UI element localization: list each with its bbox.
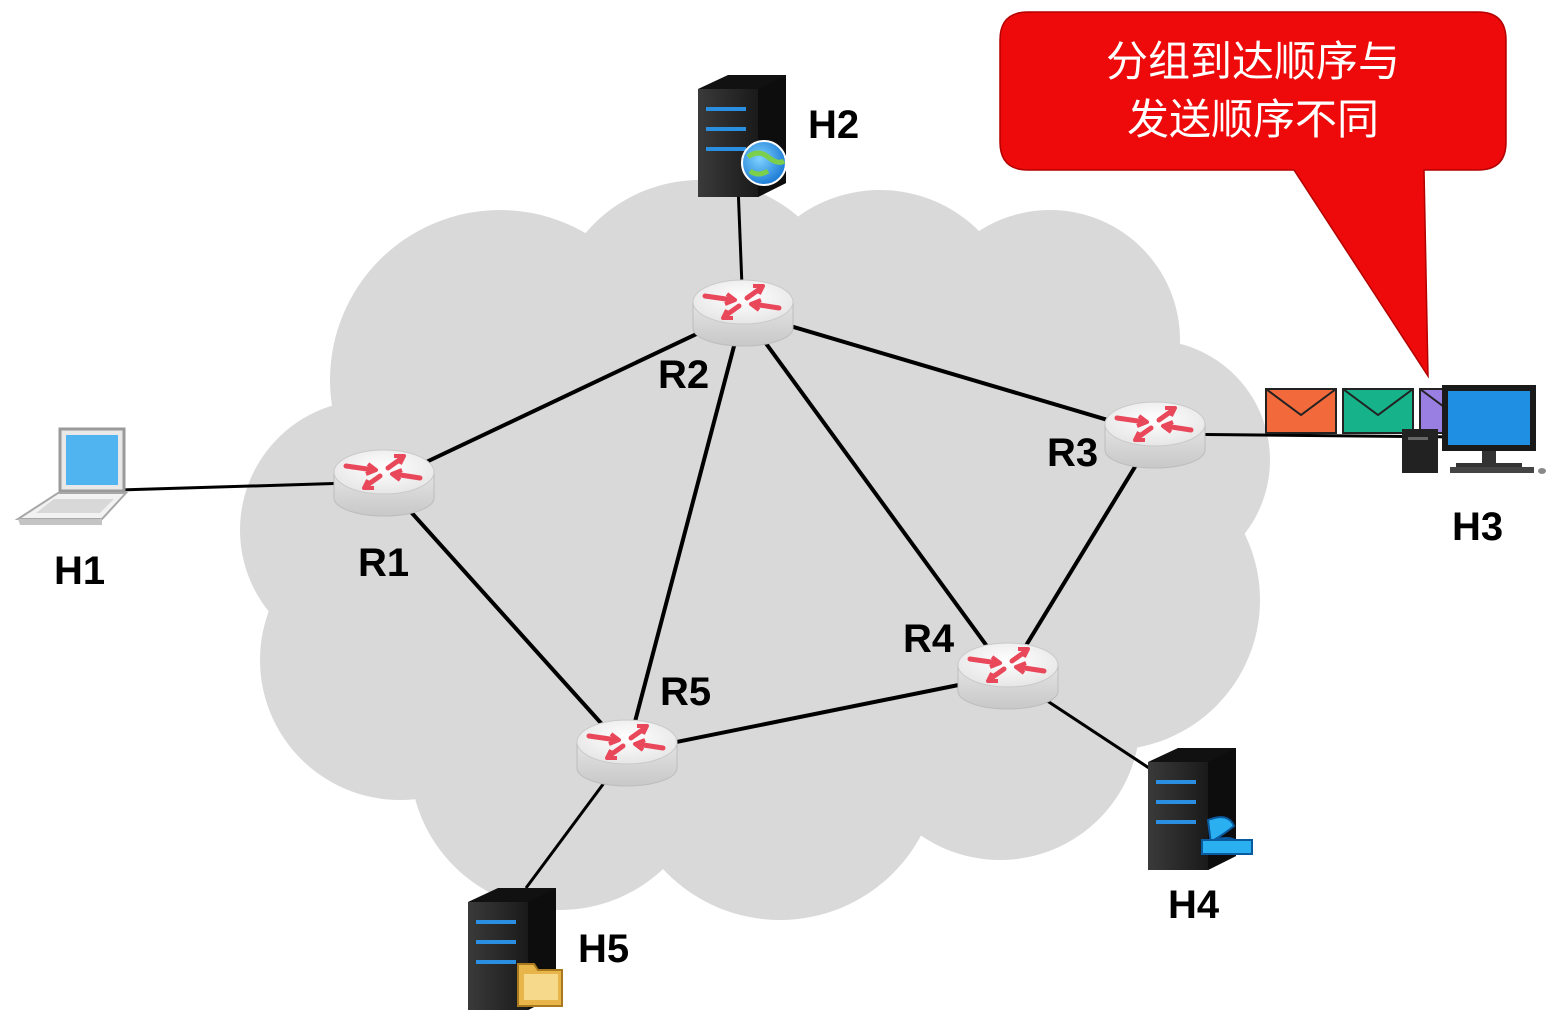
- laptop-icon[interactable]: [14, 427, 129, 525]
- router-label-r5: R5: [660, 670, 711, 714]
- links-layer: [119, 184, 1461, 889]
- router-r1-icon[interactable]: [333, 449, 435, 517]
- host-label-h1: H1: [54, 549, 105, 593]
- host-label-h3: H3: [1452, 505, 1503, 549]
- host-label-h5: H5: [578, 927, 629, 971]
- host-label-h4: H4: [1168, 883, 1220, 927]
- routers-layer: [333, 279, 1206, 787]
- hosts-layer: [14, 75, 1546, 1010]
- router-r4-icon[interactable]: [957, 642, 1059, 710]
- link-r3-r4: [1006, 432, 1157, 677]
- router-r3-icon[interactable]: [1104, 401, 1206, 469]
- link-r5-r4: [626, 673, 1009, 754]
- router-label-r1: R1: [358, 541, 409, 585]
- packet-teal-icon: [1342, 388, 1414, 434]
- host-label-h2: H2: [808, 103, 859, 147]
- link-r1-r2: [383, 310, 744, 484]
- file-server-icon[interactable]: [468, 888, 563, 1010]
- callout-bubble: 分组到达顺序与 发送顺序不同: [999, 11, 1507, 379]
- network-cloud: [240, 180, 1270, 920]
- router-label-r4: R4: [903, 617, 955, 661]
- packet-orange-icon: [1265, 388, 1337, 434]
- router-label-r3: R3: [1047, 431, 1098, 475]
- video-server-icon[interactable]: [1148, 748, 1253, 870]
- router-r2-icon[interactable]: [692, 279, 794, 347]
- router-label-r2: R2: [658, 353, 709, 397]
- link-r1-r5: [382, 480, 629, 754]
- desktop-computer-icon[interactable]: [1402, 385, 1546, 474]
- callout-line-2: 发送顺序不同: [1127, 95, 1379, 144]
- link-r2-r5: [625, 311, 745, 753]
- web-server-icon[interactable]: [698, 75, 787, 197]
- router-r5-icon[interactable]: [576, 719, 678, 787]
- labels-layer: R1 R2 R3 R4 R5 H1 H2 H3 H4 H5: [54, 103, 1503, 971]
- callout-line-1: 分组到达顺序与: [1106, 37, 1400, 86]
- link-r2-r4: [741, 310, 1010, 677]
- link-r2-r3: [742, 310, 1156, 436]
